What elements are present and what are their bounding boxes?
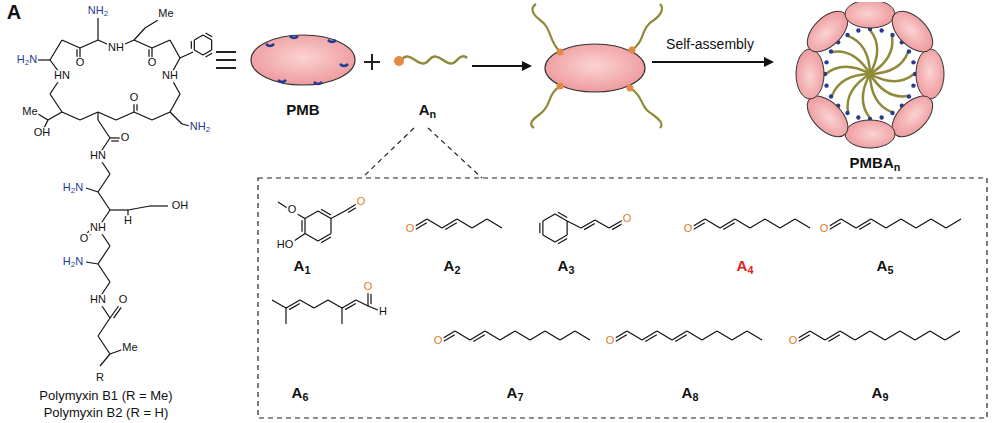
atom-label: Me [157, 8, 174, 20]
atom-label: NH2 [87, 5, 109, 17]
atom-label: O [788, 335, 799, 347]
atom-label: O [147, 57, 158, 69]
atom-label: O [287, 204, 298, 216]
atom-label: OH [33, 127, 52, 139]
atom-label: Self-assembly [665, 37, 755, 52]
node-label: An [419, 102, 436, 119]
compound-label: A5 [876, 258, 895, 274]
compound-label: A2 [443, 258, 462, 274]
atom-label: HO [276, 239, 295, 251]
atom-label: O [118, 294, 129, 306]
functionalized-pmb [531, 4, 662, 128]
dashed-callout [258, 128, 987, 418]
atom-label: H2N [62, 256, 84, 268]
assembly-arrow [652, 61, 772, 63]
atom-label: H2N [16, 54, 38, 66]
atom-label: O [79, 233, 90, 245]
atom-label: O [129, 92, 140, 104]
atom-label: R [95, 372, 105, 384]
atom-label: O [819, 223, 830, 235]
node-label: PMBAn [850, 155, 901, 172]
equivalence-sign [216, 52, 236, 68]
atom-label: NH [107, 42, 125, 54]
atom-label: O [605, 335, 616, 347]
reaction-arrow [472, 65, 530, 67]
compound-label: A [6, 2, 22, 23]
micelle-shape [790, 2, 960, 177]
node-label: PMB [286, 102, 319, 119]
atom-label: O [433, 335, 444, 347]
atom-label: O [356, 196, 367, 208]
atom-label: O [683, 223, 694, 235]
atom-label: HN [53, 70, 71, 82]
atom-label: O [405, 223, 416, 235]
compound-label: A3 [557, 258, 576, 274]
chemical-structures [38, 18, 961, 366]
compound-label: A1 [293, 258, 312, 274]
pmb-ellipse: PMB [248, 30, 358, 125]
compound-label: A8 [681, 385, 700, 401]
atom-label: HN [89, 294, 107, 306]
atom-label: NH [161, 70, 179, 82]
atom-label: OH [171, 200, 190, 212]
atom-label: NH [89, 222, 107, 234]
atom-label: H [378, 306, 388, 318]
atom-label: NH2 [189, 121, 211, 133]
atom-label: Me [21, 106, 38, 118]
atom-label: O [363, 281, 374, 293]
atom-label: O [75, 57, 86, 69]
atom-label: H2N [62, 182, 84, 194]
atom-label: H [123, 215, 133, 227]
atom-label: Me [121, 342, 138, 354]
micelle: PMBAn [790, 2, 960, 177]
atom-label: Polymyxin B2 (R = H) [43, 406, 170, 420]
compound-label: A4 [736, 258, 755, 274]
atom-label: Polymyxin B1 (R = Me) [38, 389, 173, 403]
atom-label: HN [89, 150, 107, 162]
plus-sign [364, 54, 380, 70]
atom-label: O [622, 213, 633, 225]
compound-label: A6 [291, 385, 310, 401]
atom-label: O [120, 132, 131, 144]
aldehyde-chain: An [385, 40, 470, 125]
compound-label: A7 [506, 385, 525, 401]
compound-label: A9 [871, 385, 890, 401]
